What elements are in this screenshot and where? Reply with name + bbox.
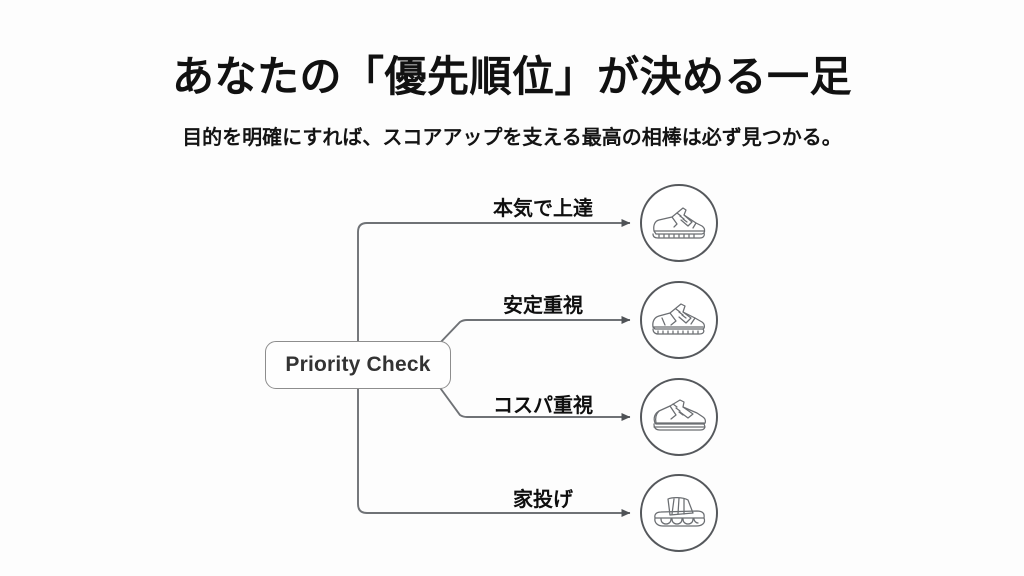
- icon-circle-3[interactable]: [640, 378, 718, 456]
- root-node-label: Priority Check: [285, 353, 431, 376]
- icon-circle-1[interactable]: [640, 184, 718, 262]
- canvas-sneaker-icon: [653, 399, 706, 431]
- page-subtitle: 目的を明確にすれば、スコアアップを支える最高の相棒は必ず見つかる。: [182, 127, 842, 149]
- connector-branch-2: [437, 316, 631, 346]
- connector-branch-3: [437, 384, 631, 421]
- connector-branch-1: [357, 219, 631, 365]
- branch-label-1: 本気で上達: [493, 198, 593, 220]
- branch-label-4: 家投げ: [513, 489, 573, 511]
- root-node-priority-check[interactable]: Priority Check: [265, 341, 451, 389]
- running-shoe-icon: [652, 207, 706, 239]
- connector-branch-4: [357, 365, 631, 517]
- branch-label-2: 安定重視: [503, 295, 583, 317]
- branch-label-3: コスパ重視: [493, 395, 593, 417]
- icon-circle-2[interactable]: [640, 281, 718, 359]
- sandal-slide-icon: [654, 497, 706, 527]
- icon-circle-4[interactable]: [640, 474, 718, 552]
- page-title: あなたの「優先順位」が決める一足: [171, 53, 852, 100]
- stability-running-shoe-icon: [652, 303, 705, 335]
